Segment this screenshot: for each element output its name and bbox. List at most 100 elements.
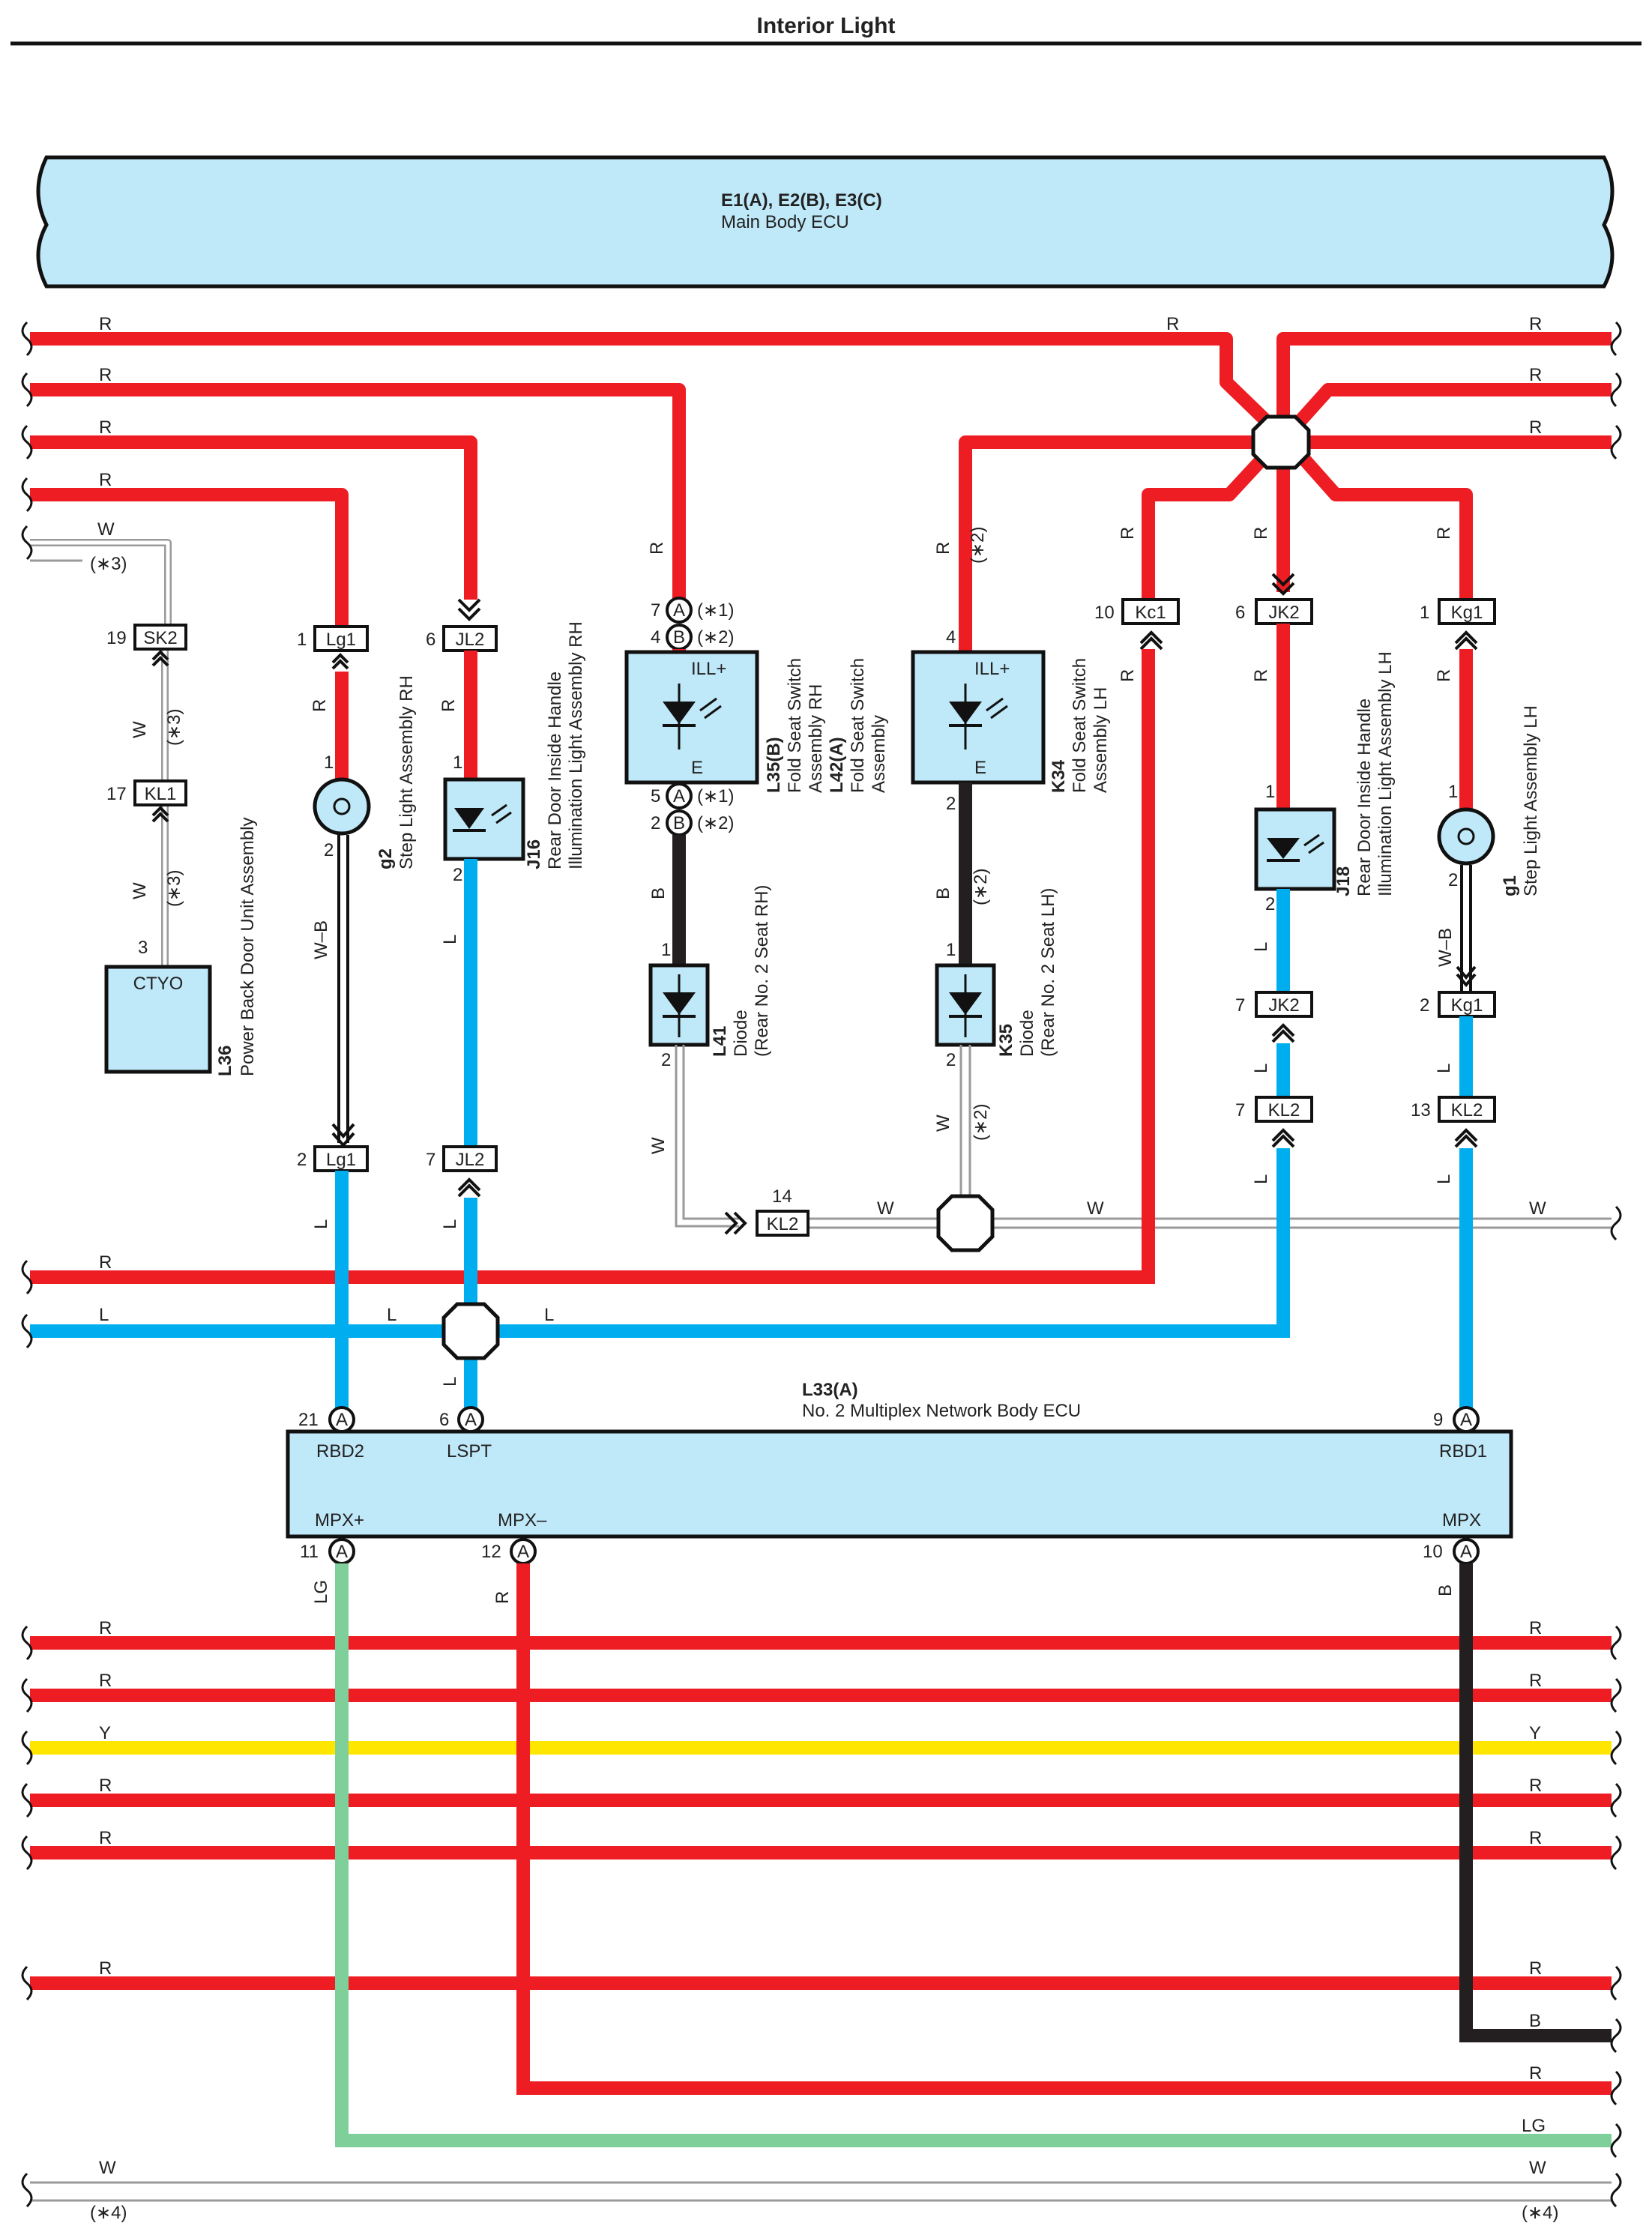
l42-code: L42(A) xyxy=(827,737,847,793)
wire-label-r: R xyxy=(1434,527,1454,540)
multiplex-ecu-code: L33(A) xyxy=(802,1380,858,1400)
pin-2: 2 xyxy=(1265,894,1275,914)
k35-name1: Diode xyxy=(1017,1010,1037,1057)
pin-1: 1 xyxy=(661,940,671,960)
l35-name1: Fold Seat Switch xyxy=(785,658,805,793)
pin-label-mpx-plus: MPX+ xyxy=(315,1510,364,1530)
note-1: (∗1) xyxy=(697,786,734,806)
pin-17: 17 xyxy=(106,784,127,804)
pin-label-rbd2: RBD2 xyxy=(316,1441,364,1462)
bottom-wire-breaks xyxy=(21,1625,1622,2208)
wire-label-r: R xyxy=(1529,314,1542,334)
connector-lg1-label: Lg1 xyxy=(326,1150,356,1170)
wire-label-r: R xyxy=(99,1958,112,1979)
note-2: (∗2) xyxy=(971,1104,991,1141)
top-bus xyxy=(30,332,1612,652)
pin-2: 2 xyxy=(946,1050,956,1070)
wire-label-r: R xyxy=(1118,669,1138,682)
connector-kg1 xyxy=(1438,991,1496,1018)
pin-1: 1 xyxy=(946,940,956,960)
connector-lg1-label: Lg1 xyxy=(326,630,356,650)
svg-text:A: A xyxy=(517,1542,529,1562)
wire-label-w: W xyxy=(877,1198,894,1219)
note-2: (∗2) xyxy=(971,869,991,905)
pin-7: 7 xyxy=(1235,1100,1245,1120)
multiplex-ecu: L33(A) No. 2 Multiplex Network Body ECU … xyxy=(286,1380,1513,1565)
wire-label-r: R xyxy=(99,470,112,490)
connector-jl2-label: JL2 xyxy=(456,630,485,650)
wire-label-wb: W–B xyxy=(311,920,331,959)
wire-label-b: B xyxy=(1435,1584,1456,1596)
pin-2: 2 xyxy=(651,813,660,833)
pin-6: 6 xyxy=(1235,603,1245,623)
connector-jk2 xyxy=(1255,991,1313,1018)
note-4: (∗4) xyxy=(90,2203,127,2223)
main-body-ecu: E1(A), E2(B), E3(C) Main Body ECU xyxy=(36,155,1615,289)
connector-kg1 xyxy=(1438,598,1496,625)
wire-label-w: W xyxy=(1529,2158,1546,2178)
wire-label-l: L xyxy=(387,1305,397,1325)
pin-label-mpx: MPX xyxy=(1442,1510,1481,1530)
connector-kl1-label: KL1 xyxy=(145,784,177,804)
connector-kl2-label: KL2 xyxy=(1451,1100,1483,1120)
bulb-icon xyxy=(313,777,371,836)
pin-1: 1 xyxy=(1448,782,1458,802)
wire-label-r: R xyxy=(99,417,112,438)
svg-text:B: B xyxy=(673,627,685,648)
wire-label-r: R xyxy=(99,1618,112,1638)
connector-sk2-label: SK2 xyxy=(143,628,177,648)
wire-label-r: R xyxy=(1529,1776,1542,1796)
page-title: Interior Light xyxy=(757,13,896,38)
wire-label-r: R xyxy=(492,1591,513,1604)
bottom-bus xyxy=(30,1563,1612,2202)
note-1: (∗1) xyxy=(697,600,734,621)
wire-label-w: W xyxy=(99,2158,116,2178)
g2-code: g2 xyxy=(376,848,396,869)
svg-text:A: A xyxy=(336,1542,348,1562)
j16-code: J16 xyxy=(524,839,544,869)
j16-name1: Rear Door Inside Handle xyxy=(545,672,565,869)
pin-12: 12 xyxy=(481,1542,501,1562)
note-4: (∗4) xyxy=(1522,2203,1558,2223)
bottom-wire-labels: LG R B R R Y R R R W (∗4) R R Y R R R B … xyxy=(90,1580,1558,2223)
wire-label-r: R xyxy=(1434,669,1454,682)
wire-label-l: L xyxy=(99,1305,109,1325)
pin-19: 19 xyxy=(106,628,127,648)
g2-name: Step Light Assembly RH xyxy=(397,675,417,869)
wire-label-r: R xyxy=(1529,1828,1542,1848)
l41-name2: (Rear No. 2 Seat RH) xyxy=(752,885,772,1057)
wire-label-w: W xyxy=(933,1114,953,1132)
wire-label-b: B xyxy=(648,887,669,899)
connector-kg1-label: Kg1 xyxy=(1451,603,1483,623)
pin-5: 5 xyxy=(651,786,660,806)
wire-label-b: B xyxy=(933,887,953,899)
connector-kc1 xyxy=(1121,598,1180,625)
pin-9: 9 xyxy=(1433,1410,1443,1430)
wire-label-b: B xyxy=(1529,2011,1541,2031)
wire-label-r: R xyxy=(1251,527,1271,540)
g1-code: g1 xyxy=(1500,875,1520,896)
junction-w xyxy=(936,1194,995,1252)
l36-inner-label: CTYO xyxy=(133,974,184,994)
wire-label-l: L xyxy=(1251,1174,1271,1184)
k34-ill: ILL+ xyxy=(974,659,1010,679)
connector-jk2-label: JK2 xyxy=(1268,603,1299,623)
pin-2: 2 xyxy=(946,794,956,814)
wire-label-r: R xyxy=(99,1828,112,1848)
wire-label-r: R xyxy=(99,365,112,385)
wire-label-l: L xyxy=(1434,1174,1454,1184)
led-icon xyxy=(663,702,696,724)
note-3: (∗3) xyxy=(164,709,184,746)
note-3: (∗3) xyxy=(164,870,184,907)
l41-name1: Diode xyxy=(731,1010,751,1057)
l36-box xyxy=(104,965,212,1074)
pin-10: 10 xyxy=(1423,1542,1443,1562)
wire-label-r: R xyxy=(99,314,112,334)
pin-2: 2 xyxy=(297,1150,307,1170)
wire-label-l: L xyxy=(544,1305,554,1325)
l35-ill: ILL+ xyxy=(691,659,726,679)
bulb-icon xyxy=(1437,807,1495,866)
j18-name2: Illumination Light Assembly LH xyxy=(1375,651,1396,896)
wire-label-r: R xyxy=(1529,365,1542,385)
